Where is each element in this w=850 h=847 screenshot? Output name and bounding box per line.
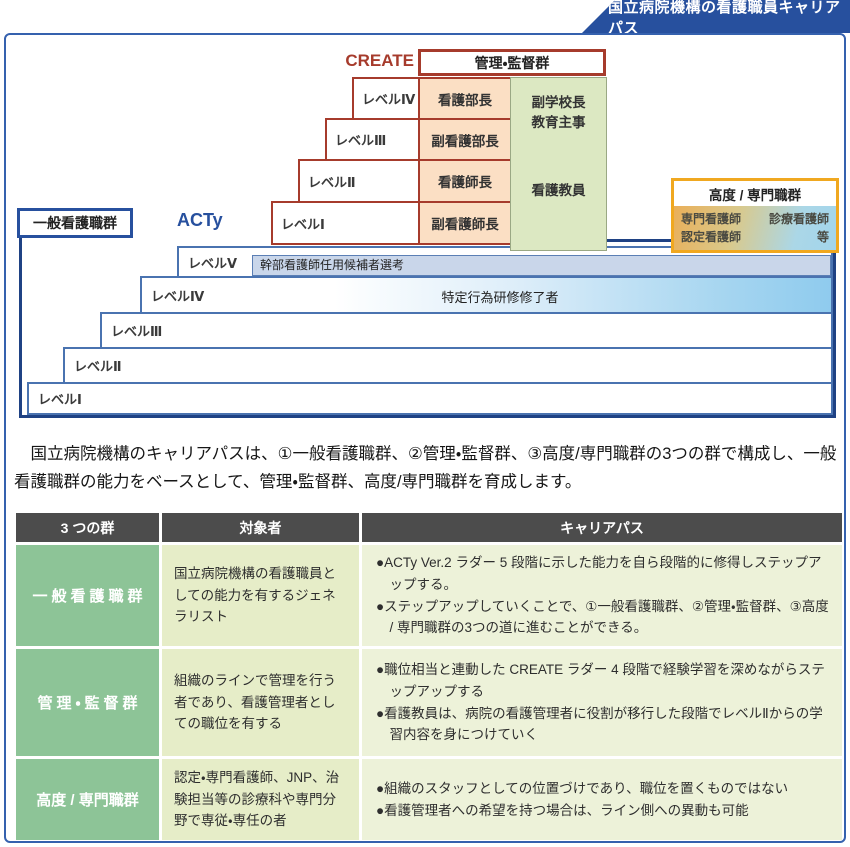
career-bullet: ●ステップアップしていくことで、①一般看護職群、②管理・監督群、③高度 / 専門… (376, 598, 829, 636)
education-supervisor-label: 教育主事 (531, 115, 586, 130)
position-nursing-director: 看護部長 (418, 77, 512, 120)
specified-training-label: 特定行為研修修了者 (441, 290, 559, 305)
career-management: ●職位相当と連動した CREATE ラダー 4 段階で経験学習を深めながらステッ… (362, 649, 842, 756)
advanced-group-members: 専門看護師 診療看護師 認定看護師 等 (674, 206, 836, 250)
career-general: ●ACTy Ver.2 ラダー 5 段階に示した能力を自ら段階的に修得しステップ… (362, 545, 842, 646)
certified-nurse-label: 認定看護師 (681, 230, 742, 245)
management-group-header: 管理・監督群 (418, 49, 606, 76)
career-bullet: ●看護管理者への希望を持つ場合は、ライン側への異動も可能 (376, 802, 749, 818)
career-bullet: ●ACTy Ver.2 ラダー 5 段階に示した能力を自ら段階的に修得しステップ… (376, 554, 822, 592)
target-management: 組織のラインで管理を行う者であり、看護管理者としての職位を有する (162, 649, 359, 756)
acty-level-2-label: レベルⅡ (74, 359, 122, 374)
career-bullet: ●職位相当と連動した CREATE ラダー 4 段階で経験学習を深めながらステッ… (376, 661, 825, 699)
acty-ladder-label: ACTy (177, 210, 223, 230)
group-name-general: 一般看護職群 (16, 545, 159, 646)
create-level-3: レベルⅢ (325, 118, 420, 161)
group-name-advanced: 高度 / 専門職群 (16, 759, 159, 840)
create-ladder-label: CREATE (345, 51, 414, 70)
position-deputy-nursing-director: 副看護部長 (418, 118, 512, 161)
acty-level-2-row: レベルⅡ (63, 347, 833, 384)
create-level-4: レベルⅣ (352, 77, 420, 120)
column-header-career-path: キャリアパス (362, 513, 842, 542)
executive-nurse-selection-bar: 幹部看護師任用候補者選考 (252, 255, 831, 276)
acty-level-3-row: レベルⅢ (100, 312, 833, 349)
vice-principal-label: 副学校長 (531, 95, 586, 110)
nurse-practitioner-label: 診療看護師 (768, 211, 829, 226)
content-frame (4, 33, 846, 843)
advanced-group-header: 高度 / 専門職群 (708, 187, 802, 203)
educator-column: 副学校長 教育主事 看護教員 (510, 77, 607, 251)
header-tab: 国立病院機構の看護職員キャリアパス (582, 0, 850, 33)
career-advanced: ●組織のスタッフとしての位置づけであり、職位を置くものではない ●看護管理者への… (362, 759, 842, 840)
acty-level-1-row: レベルⅠ (27, 382, 833, 415)
acty-level-4-label: レベルⅣ (151, 288, 205, 304)
position-head-nurse: 看護師長 (418, 159, 512, 203)
career-bullet: ●組織のスタッフとしての位置づけであり、職位を置くものではない (376, 780, 789, 796)
career-bullet: ●看護教員は、病院の看護管理者に役割が移行した段階でレベルⅡからの学習内容を身に… (376, 705, 823, 743)
nursing-teacher-label: 看護教員 (531, 183, 586, 198)
create-level-2: レベルⅡ (298, 159, 420, 203)
acty-level-1-label: レベルⅠ (38, 392, 82, 407)
advanced-specialist-group-box: 高度 / 専門職群 専門看護師 診療看護師 認定看護師 等 (671, 178, 839, 253)
general-nursing-group-header: 一般看護職群 (17, 208, 133, 238)
etc-label: 等 (816, 230, 829, 245)
column-header-groups: 3 つの群 (16, 513, 159, 542)
career-path-table: 3 つの群 対象者 キャリアパス 一般看護職群 国立病院機構の看護職員としての能… (16, 513, 842, 840)
column-header-target: 対象者 (162, 513, 359, 542)
acty-level-5-label: レベルⅤ (188, 255, 238, 271)
certified-nurse-specialist-label: 専門看護師 (681, 211, 742, 226)
create-level-1: レベルⅠ (271, 201, 420, 245)
target-advanced: 認定・専門看護師、JNP、治験担当等の診療科や専門分野で専従・専任の者 (162, 759, 359, 840)
position-deputy-head-nurse: 副看護師長 (418, 201, 512, 245)
page-title: 国立病院機構の看護職員キャリアパス (608, 0, 841, 37)
acty-level-3-label: レベルⅢ (111, 324, 163, 339)
description-paragraph: 国立病院機構のキャリアパスは、①一般看護職群、②管理・監督群、③高度/専門職群の… (14, 445, 837, 492)
target-general: 国立病院機構の看護職員としての能力を有するジェネラリスト (162, 545, 359, 646)
general-ladder-frame (19, 237, 836, 418)
group-name-management: 管理・監督群 (16, 649, 159, 756)
